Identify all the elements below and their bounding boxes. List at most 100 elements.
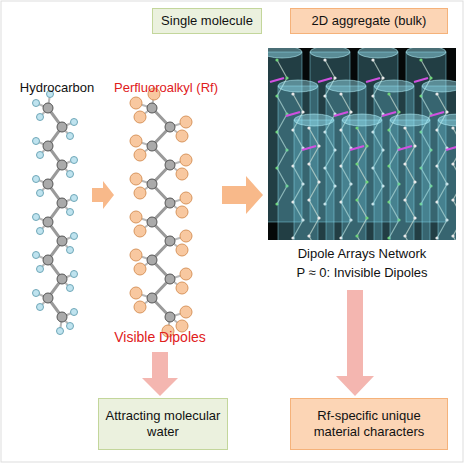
dipole-cylinders xyxy=(268,48,456,240)
fluorine-atom xyxy=(134,187,146,199)
hydrogen-atom xyxy=(71,195,78,202)
hydrogen-atom xyxy=(71,309,78,316)
fluorine-atom xyxy=(180,268,192,280)
carbon-atom xyxy=(165,312,175,322)
cylinder xyxy=(390,114,430,240)
hydrogen-atom xyxy=(33,138,40,145)
cylinder xyxy=(342,114,382,240)
hydrogen-atom xyxy=(67,209,74,216)
hydrogen-atom xyxy=(37,190,44,197)
hydrogen-atom xyxy=(33,290,40,297)
hydrogen-atom xyxy=(71,271,78,278)
carbon-atom xyxy=(57,236,67,246)
fluorine-atom xyxy=(180,230,192,242)
carbon-atom xyxy=(165,198,175,208)
pink-arrow xyxy=(142,352,178,396)
hydrogen-atom xyxy=(37,114,44,121)
perfluoroalkyl-molecule xyxy=(130,88,192,337)
text-box: Attracting molecular water xyxy=(98,398,228,450)
box-label: 2D aggregate (bulk) xyxy=(312,13,427,29)
carbon-atom xyxy=(147,255,157,265)
pink-arrow xyxy=(336,290,374,396)
hydrogen-atom xyxy=(71,157,78,164)
fluorine-atom xyxy=(130,173,142,185)
backbone xyxy=(48,108,62,317)
box-label: Single molecule xyxy=(161,13,253,29)
fluorine-atom xyxy=(180,306,192,318)
carbon-atom xyxy=(147,141,157,151)
hydrogen-atom xyxy=(67,285,74,292)
carbon-atom xyxy=(165,236,175,246)
hydrogen-atom xyxy=(37,304,44,311)
hydrogen-atom xyxy=(67,247,74,254)
box-label: Rf-specific unique material characters xyxy=(297,408,441,441)
carbon-atom xyxy=(43,141,53,151)
caption-label: Perfluoroalkyl (Rf) xyxy=(114,80,218,96)
orange-arrow xyxy=(222,176,263,214)
hydrogen-atom xyxy=(71,233,78,240)
carbon-atom xyxy=(43,255,53,265)
fluorine-atom xyxy=(176,206,188,218)
carbon-atom xyxy=(165,122,175,132)
carbon-atom xyxy=(57,312,67,322)
hydrogen-atom xyxy=(33,252,40,259)
text-box: 2D aggregate (bulk) xyxy=(290,8,448,34)
carbon-atom xyxy=(57,160,67,170)
fluorine-atom xyxy=(130,135,142,147)
fluorine-atom xyxy=(176,130,188,142)
fluorine-atom xyxy=(134,225,146,237)
fluorine-atom xyxy=(134,111,146,123)
carbon-atom xyxy=(147,293,157,303)
fluorine-atom xyxy=(176,168,188,180)
backbone xyxy=(152,108,170,317)
carbon-atom xyxy=(147,217,157,227)
fluorine-atom xyxy=(130,97,142,109)
fluorine-atom xyxy=(130,249,142,261)
text-box: Single molecule xyxy=(152,8,262,34)
cylinder xyxy=(294,114,334,240)
fluorine-atom xyxy=(130,211,142,223)
box-label: Attracting molecular water xyxy=(105,408,221,441)
hydrogen-atom xyxy=(67,323,74,330)
hydrogen-atom xyxy=(37,266,44,273)
hydrogen-atom xyxy=(57,328,64,335)
text-box: Rf-specific unique material characters xyxy=(290,398,448,450)
fluorine-atom xyxy=(176,244,188,256)
carbon-atom xyxy=(147,179,157,189)
carbon-atom xyxy=(147,103,157,113)
carbon-atom xyxy=(57,198,67,208)
cylinder xyxy=(438,114,456,240)
carbon-atom xyxy=(43,103,53,113)
fluorine-atom xyxy=(180,154,192,166)
hydrogen-atom xyxy=(37,152,44,159)
hydrogen-atom xyxy=(71,119,78,126)
fluorine-atom xyxy=(176,282,188,294)
fluorine-atom xyxy=(134,149,146,161)
carbon-atom xyxy=(165,274,175,284)
hydrogen-atom xyxy=(33,176,40,183)
caption-label: Dipole Arrays Network xyxy=(298,246,427,262)
hydrogen-atom xyxy=(67,133,74,140)
hydrogen-atom xyxy=(33,100,40,107)
carbon-atom xyxy=(57,122,67,132)
carbon-atom xyxy=(165,160,175,170)
hydrogen-atom xyxy=(67,171,74,178)
fluorine-atom xyxy=(134,301,146,313)
orange-arrow xyxy=(92,181,114,209)
carbon-atom xyxy=(43,217,53,227)
fluorine-atom xyxy=(180,192,192,204)
hydrogen-atom xyxy=(33,214,40,221)
carbon-atom xyxy=(57,274,67,284)
hydrocarbon-molecule xyxy=(33,91,78,335)
fluorine-atom xyxy=(180,116,192,128)
caption-label: Visible Dipoles xyxy=(114,329,206,346)
caption-label: P ≈ 0: Invisible Dipoles xyxy=(296,265,427,281)
caption-label: Hydrocarbon xyxy=(20,80,94,96)
fluorine-atom xyxy=(130,287,142,299)
hydrogen-atom xyxy=(37,228,44,235)
carbon-atom xyxy=(43,293,53,303)
carbon-atom xyxy=(43,179,53,189)
